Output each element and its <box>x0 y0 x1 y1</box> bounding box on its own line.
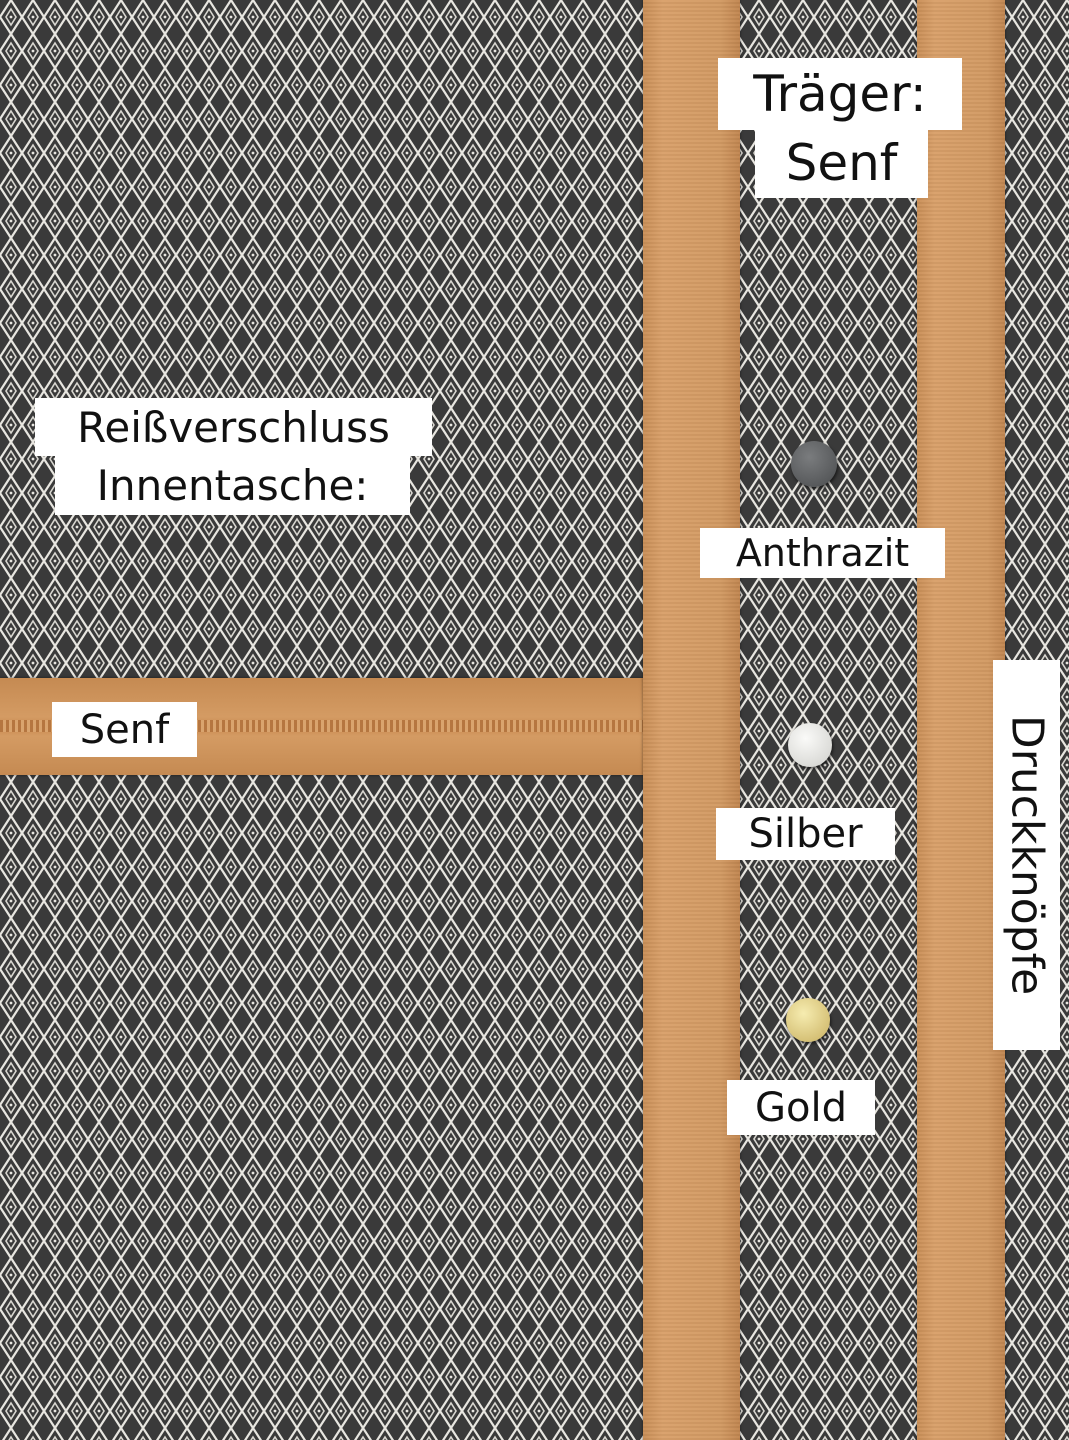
snap-anthracite-icon <box>791 441 837 487</box>
zipper-color-label: Senf <box>52 702 197 757</box>
snap-gold-icon <box>786 998 830 1042</box>
strap-title-label: Träger: <box>718 58 962 130</box>
snap-anthracite-label: Anthrazit <box>700 528 945 578</box>
snaps-title-label: Druckknöpfe <box>1001 714 1052 996</box>
zipper-title-label-2: Innentasche: <box>55 455 410 515</box>
snaps-title-box: Druckknöpfe <box>993 660 1060 1050</box>
strap-color-label: Senf <box>755 128 928 198</box>
snap-silver-label: Silber <box>716 808 895 860</box>
snap-silver-icon <box>788 723 832 767</box>
snap-gold-label: Gold <box>727 1080 875 1135</box>
zipper-title-label-1: Reißverschluss <box>35 398 432 456</box>
strap-right <box>917 0 1005 1440</box>
strap-left <box>643 0 740 1440</box>
